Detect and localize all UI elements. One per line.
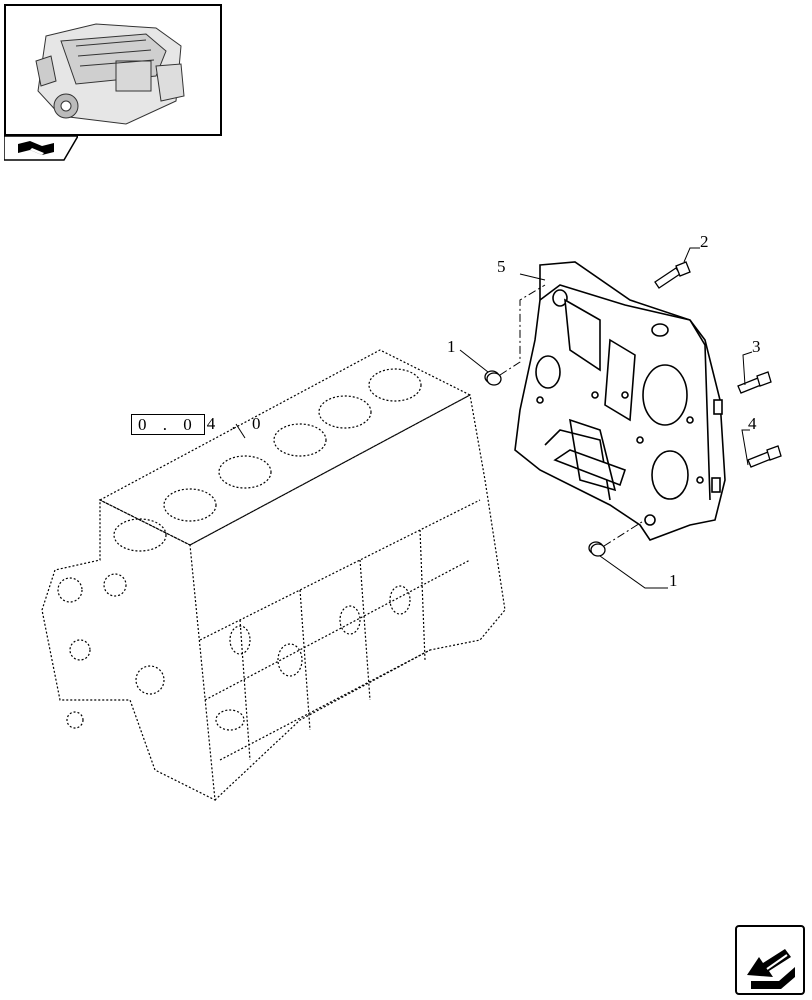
- bolt-4: [747, 445, 782, 468]
- next-page-arrow-icon: [747, 949, 795, 989]
- plug-1-lower: [588, 541, 606, 557]
- callout-3: 3: [752, 337, 761, 356]
- section-reference[interactable]: 0 . 0 4 . 0: [131, 413, 267, 435]
- next-page-button[interactable]: [735, 925, 805, 995]
- callout-1-upper: 1: [447, 337, 456, 356]
- section-reference-suffix: 4 . 0: [206, 414, 267, 433]
- bolt-3: [737, 371, 772, 394]
- engine-thumbnail: [4, 4, 222, 136]
- callout-4: 4: [748, 414, 757, 433]
- engine-block-phantom: [41, 349, 506, 802]
- callout-1-lower: 1: [669, 571, 678, 590]
- engine-thumbnail-icon: [35, 23, 185, 125]
- plug-1-upper: [484, 370, 502, 386]
- thumbnail-tab: [3, 135, 80, 162]
- section-reference-boxed: 0 . 0: [131, 413, 205, 435]
- book-icon: [18, 141, 54, 155]
- bolt-2: [654, 261, 691, 289]
- callout-5: 5: [497, 257, 506, 276]
- callout-2: 2: [700, 232, 709, 251]
- front-cover-part: [514, 261, 726, 541]
